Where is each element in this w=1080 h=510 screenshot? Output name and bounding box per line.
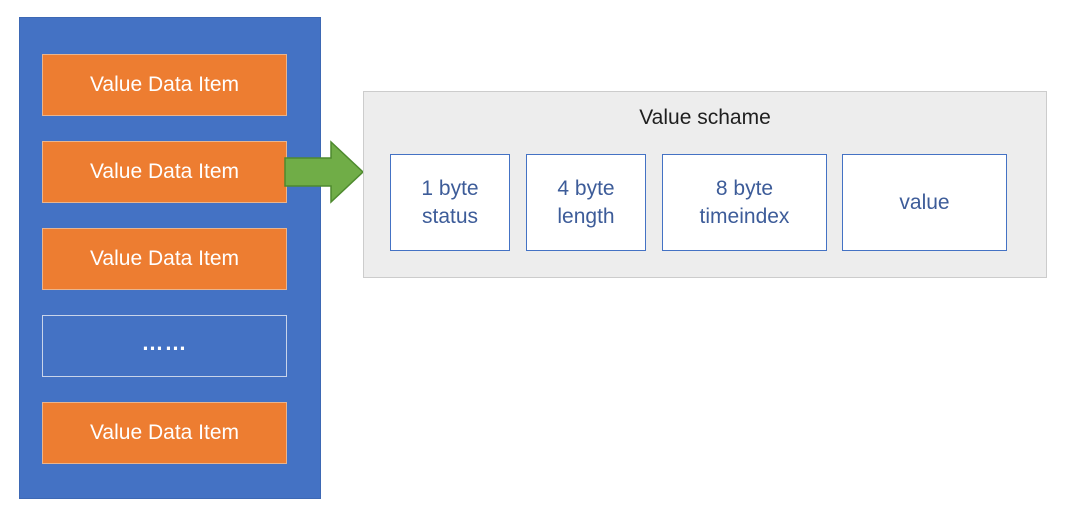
timeindex-field: 8 byte timeindex (662, 154, 827, 251)
value-data-item: Value Data Item (42, 402, 287, 464)
right-arrow-icon (284, 140, 365, 204)
value-data-item: Value Data Item (42, 228, 287, 290)
ellipsis-item: …… (42, 315, 287, 377)
value-data-item: Value Data Item (42, 54, 287, 116)
schema-title: Value schame (639, 106, 771, 129)
value-schema-panel: Value schame 1 byte status 4 byte length… (363, 91, 1047, 278)
value-items-column: Value Data Item Value Data Item Value Da… (19, 17, 321, 499)
status-field: 1 byte status (390, 154, 510, 251)
value-data-item: Value Data Item (42, 141, 287, 203)
value-field: value (842, 154, 1007, 251)
length-field: 4 byte length (526, 154, 646, 251)
